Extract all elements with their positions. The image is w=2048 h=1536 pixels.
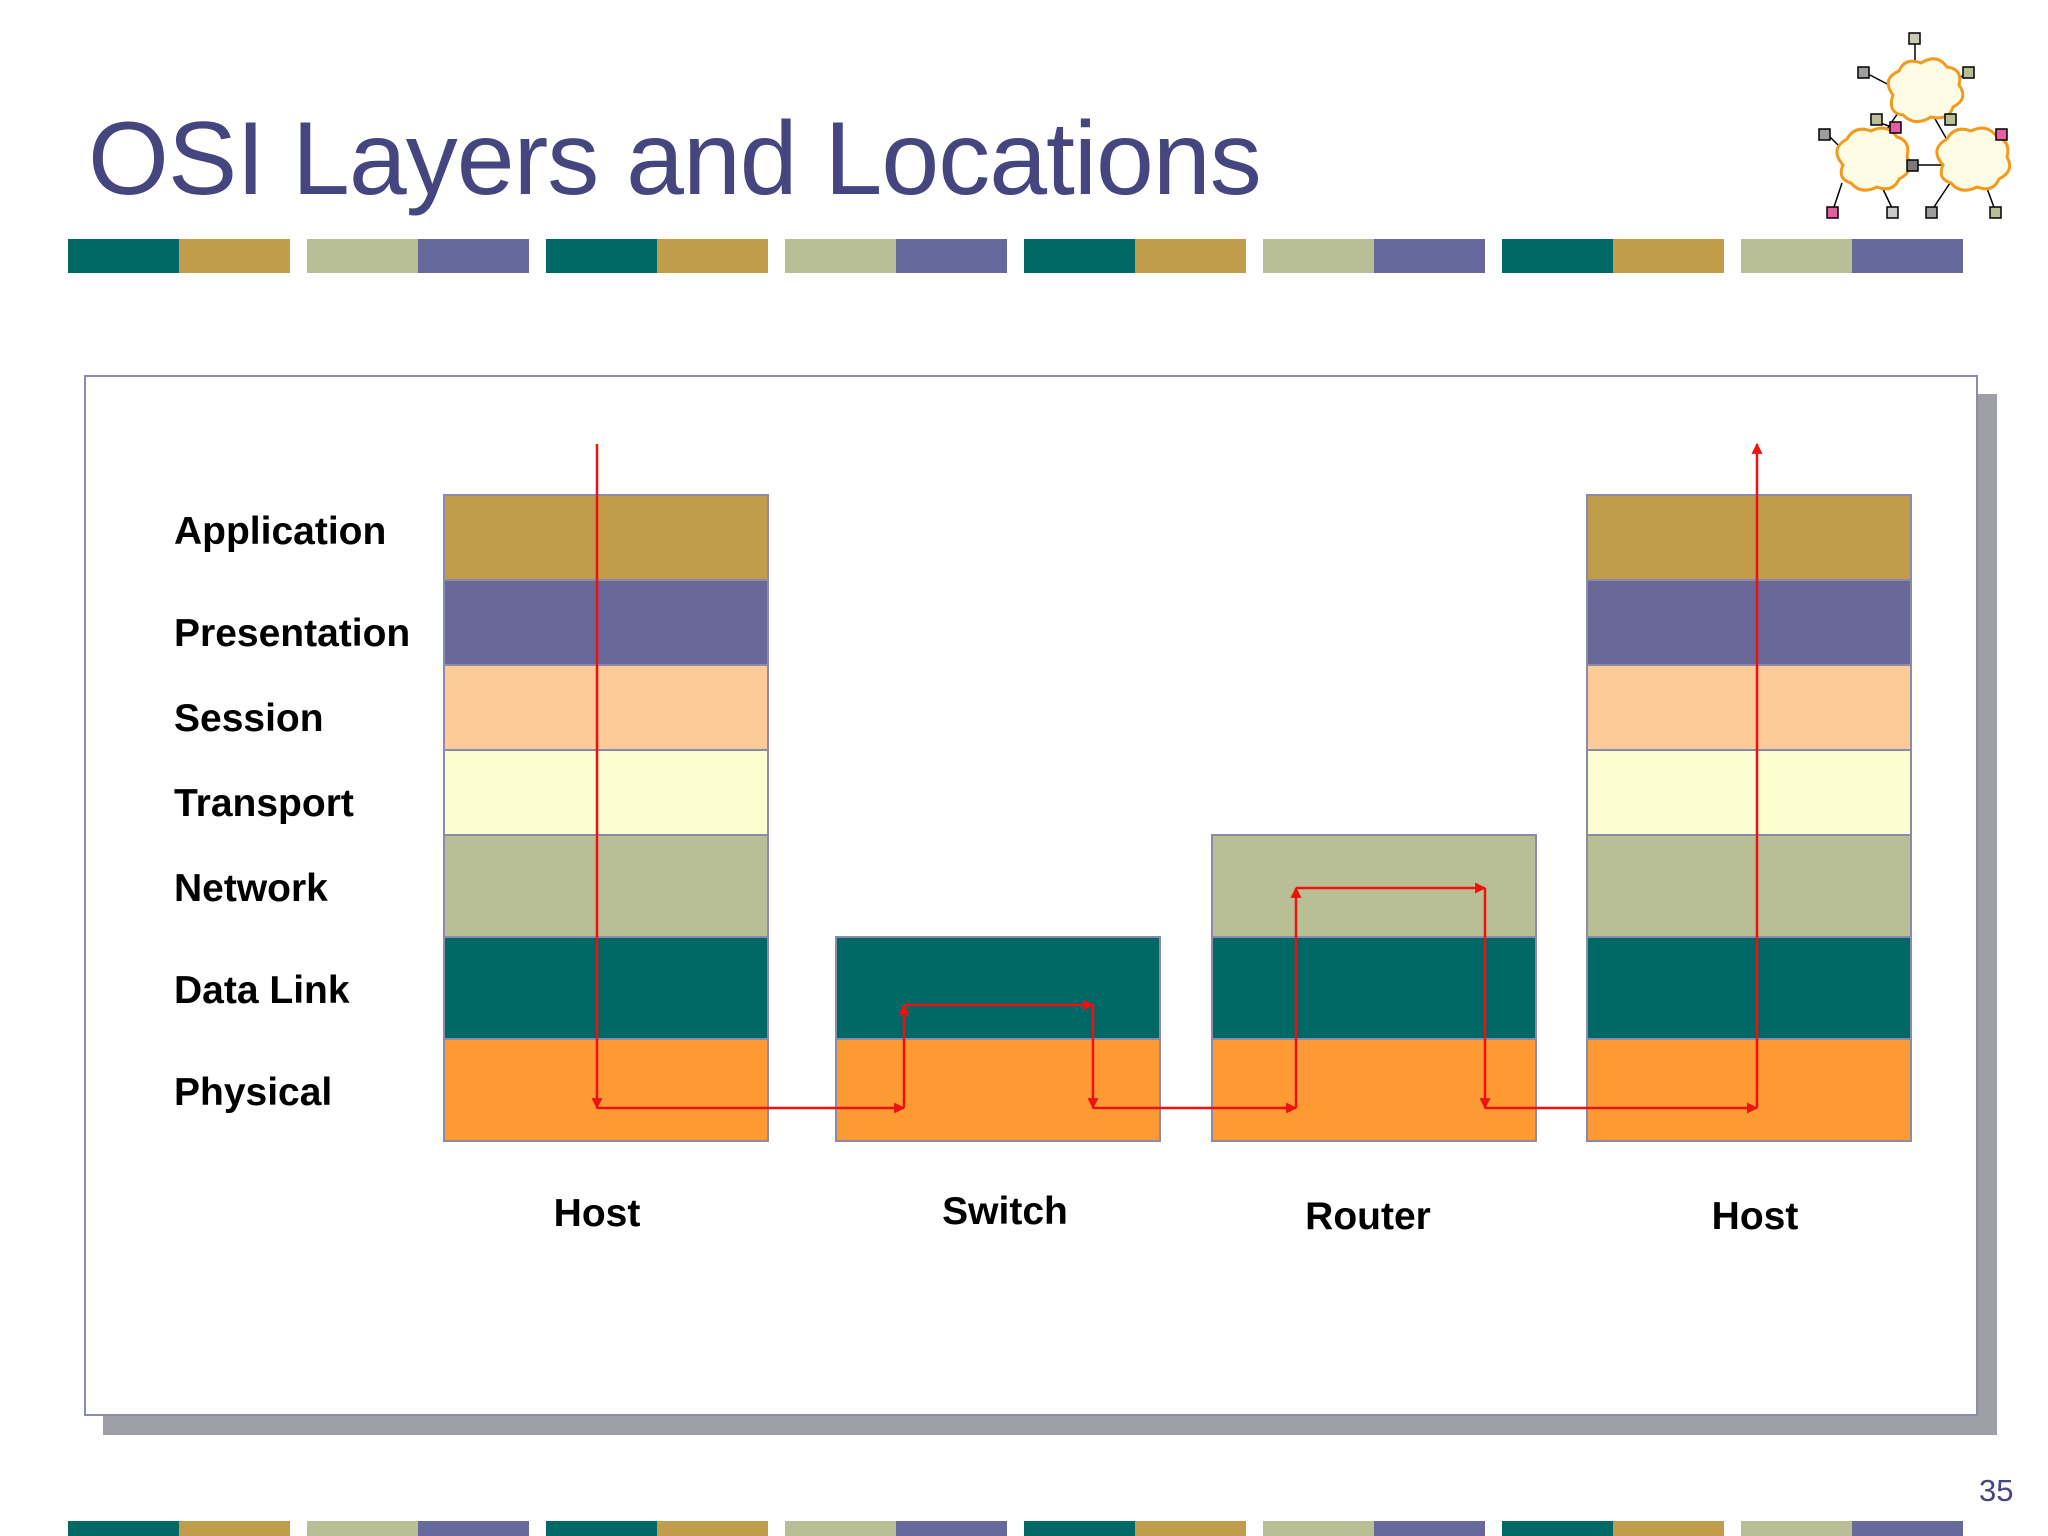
- layer-block-network: [1211, 834, 1537, 938]
- layer-block-application: [1586, 494, 1912, 581]
- band-segment: [657, 1521, 768, 1536]
- band-segment: [68, 239, 179, 273]
- layer-label-data-link: Data Link: [174, 969, 350, 1012]
- band-segment: [179, 1521, 290, 1536]
- layer-block-physical: [1586, 1038, 1912, 1142]
- top-color-band: [68, 239, 1964, 273]
- layer-block-presentation: [443, 579, 769, 666]
- band-segment: [1135, 1521, 1246, 1536]
- layer-block-transport: [1586, 749, 1912, 836]
- layer-block-physical: [835, 1038, 1161, 1142]
- band-segment: [1502, 239, 1613, 273]
- band-segment: [307, 1521, 418, 1536]
- band-segment: [1374, 239, 1485, 273]
- band-segment: [418, 239, 529, 273]
- band-segment: [1374, 1521, 1485, 1536]
- band-segment: [785, 1521, 896, 1536]
- band-segment: [1852, 239, 1963, 273]
- network-clouds-icon: [1818, 32, 2012, 219]
- band-segment: [1024, 239, 1135, 273]
- layer-block-transport: [443, 749, 769, 836]
- band-segment: [1024, 1521, 1135, 1536]
- band-segment: [1613, 239, 1724, 273]
- bottom-color-band: [68, 1521, 1964, 1536]
- page-number: 35: [1979, 1473, 2014, 1508]
- band-segment: [1135, 239, 1246, 273]
- layer-label-session: Session: [174, 697, 324, 740]
- device-stack-1: [835, 936, 1161, 1142]
- device-stack-3: [1586, 494, 1912, 1142]
- layer-label-application: Application: [174, 510, 387, 553]
- band-segment: [68, 1521, 179, 1536]
- band-segment: [1263, 239, 1374, 273]
- layer-block-physical: [1211, 1038, 1537, 1142]
- band-segment: [418, 1521, 529, 1536]
- layer-label-physical: Physical: [174, 1071, 333, 1114]
- layer-block-presentation: [1586, 579, 1912, 666]
- layer-block-application: [443, 494, 769, 581]
- device-label-router: Router: [1305, 1195, 1431, 1238]
- band-segment: [546, 239, 657, 273]
- band-segment: [896, 239, 1007, 273]
- band-segment: [1852, 1521, 1963, 1536]
- band-segment: [1741, 239, 1852, 273]
- layer-block-session: [443, 664, 769, 751]
- band-segment: [307, 239, 418, 273]
- band-segment: [657, 239, 768, 273]
- device-label-host-destination: Host: [1711, 1195, 1799, 1238]
- layer-block-data-link: [835, 936, 1161, 1040]
- layer-block-session: [1586, 664, 1912, 751]
- device-stack-2: [1211, 834, 1537, 1142]
- band-segment: [1613, 1521, 1724, 1536]
- band-segment: [179, 239, 290, 273]
- band-segment: [546, 1521, 657, 1536]
- layer-block-network: [1586, 834, 1912, 938]
- layer-block-data-link: [1211, 936, 1537, 1040]
- device-label-host-source: Host: [553, 1192, 641, 1235]
- layer-label-network: Network: [174, 867, 328, 910]
- band-segment: [1502, 1521, 1613, 1536]
- band-segment: [1741, 1521, 1852, 1536]
- band-segment: [1263, 1521, 1374, 1536]
- device-stack-0: [443, 494, 769, 1142]
- slide-title: OSI Layers and Locations: [88, 101, 1262, 217]
- device-label-switch: Switch: [942, 1190, 1068, 1233]
- band-segment: [785, 239, 896, 273]
- layer-block-data-link: [1586, 936, 1912, 1040]
- layer-label-transport: Transport: [174, 782, 354, 825]
- band-segment: [896, 1521, 1007, 1536]
- layer-block-physical: [443, 1038, 769, 1142]
- layer-label-presentation: Presentation: [174, 612, 411, 655]
